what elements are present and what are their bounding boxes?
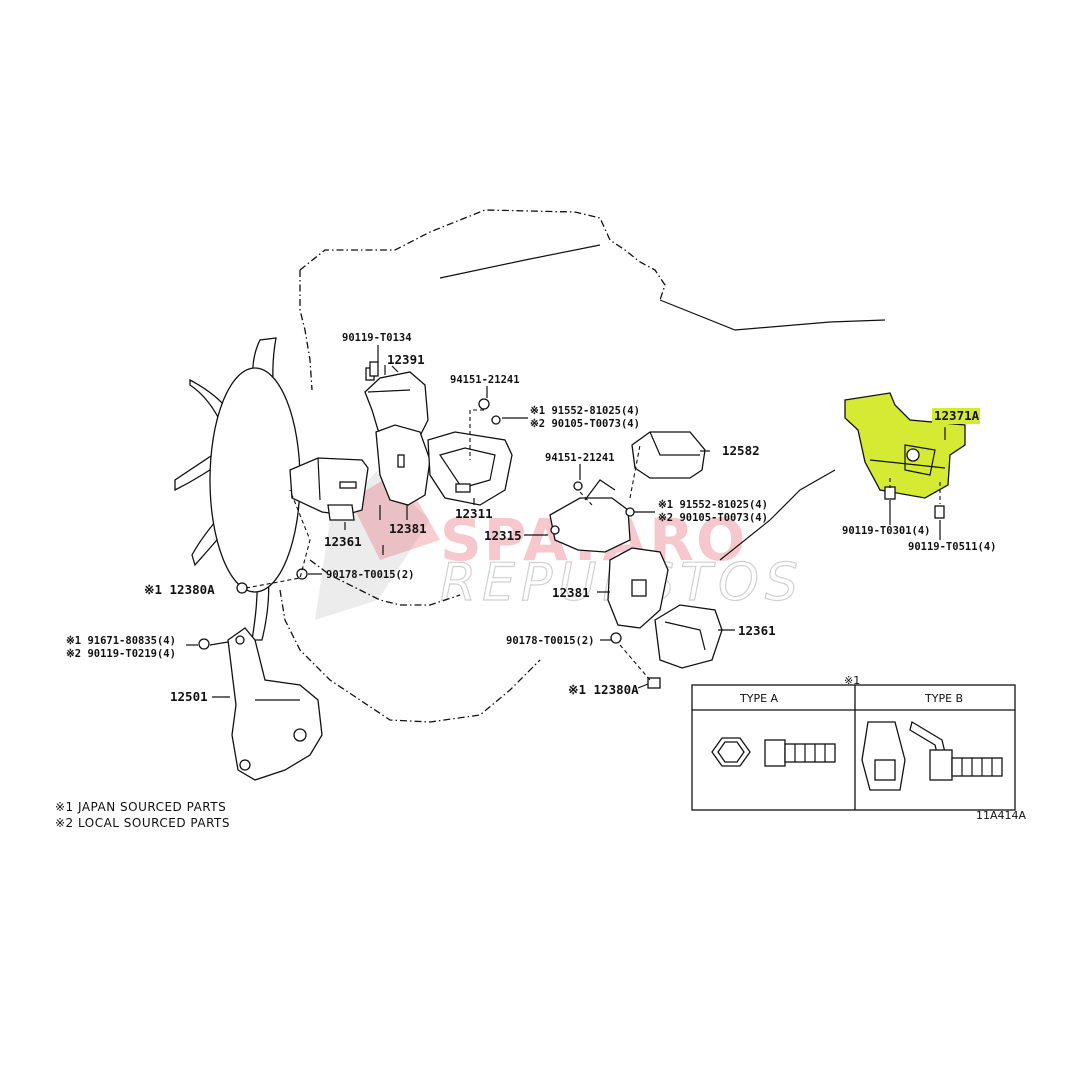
part-12381-right — [607, 547, 669, 629]
part-12361-right — [654, 604, 723, 669]
inset-type-a: TYPE A — [739, 692, 779, 705]
label-12380a-left: ※1 12380A — [144, 582, 215, 597]
label-90119-t0301: 90119-T0301(4) — [842, 525, 931, 537]
label-91552-81025-b: ※1 91552-81025(4) — [658, 499, 768, 511]
label-12361-left: 12361 — [324, 534, 362, 549]
label-12371a: 12371A — [934, 408, 980, 423]
type-a-bolt-icon — [711, 737, 836, 767]
part-12311 — [427, 431, 513, 506]
inset-marker: ※1 — [844, 674, 860, 687]
bolt-type-inset: ※1 TYPE A TYPE B — [691, 674, 1016, 811]
diagram-code: 11A414A — [976, 809, 1027, 822]
label-12315: 12315 — [484, 528, 522, 543]
label-12391: 12391 — [387, 352, 425, 367]
legend-local: ※2 LOCAL SOURCED PARTS — [55, 816, 230, 830]
label-90178-t0015-a: 90178-T0015(2) — [326, 569, 415, 581]
engine-outline — [279, 209, 886, 723]
label-12501: 12501 — [170, 689, 208, 704]
label-94151-21241-b: 94151-21241 — [545, 452, 615, 464]
leader-lines — [186, 345, 946, 698]
label-90105-t0073-b: ※2 90105-T0073(4) — [658, 512, 768, 524]
label-12381-left: 12381 — [389, 521, 427, 536]
fasteners — [198, 361, 945, 689]
type-b-bolt-icon — [861, 720, 1003, 791]
inset-type-b: TYPE B — [924, 692, 963, 705]
label-highlight — [932, 408, 980, 424]
part-12582 — [631, 431, 706, 479]
label-12381-right: 12381 — [552, 585, 590, 600]
label-12380a-right: ※1 12380A — [568, 682, 639, 697]
label-90119-t0511: 90119-T0511(4) — [908, 541, 997, 553]
part-12371a-highlighted — [844, 392, 980, 499]
legend-notes: ※1 JAPAN SOURCED PARTS ※2 LOCAL SOURCED … — [55, 800, 230, 830]
label-90119-t0134: 90119-T0134 — [342, 332, 412, 344]
label-90105-t0073-a: ※2 90105-T0073(4) — [530, 418, 640, 430]
label-12582: 12582 — [722, 443, 760, 458]
label-94151-21241-a: 94151-21241 — [450, 374, 520, 386]
label-12361-right: 12361 — [738, 623, 776, 638]
part-labels: 90119-T0134 12391 94151-21241 ※1 91552-8… — [66, 332, 997, 704]
part-12501 — [227, 627, 323, 781]
legend-japan: ※1 JAPAN SOURCED PARTS — [55, 800, 226, 814]
part-12361-left — [289, 457, 369, 521]
part-12381-left — [375, 424, 431, 520]
label-91671-80835: ※1 91671-80835(4) — [66, 635, 176, 647]
label-90119-t0219: ※2 90119-T0219(4) — [66, 648, 176, 660]
cooling-fan — [174, 337, 301, 641]
label-90178-t0015-b: 90178-T0015(2) — [506, 635, 595, 647]
part-12315 — [549, 479, 631, 553]
label-91552-81025-a: ※1 91552-81025(4) — [530, 405, 640, 417]
watermark: SPATARO REPUESTOS — [315, 470, 799, 620]
label-12311: 12311 — [455, 506, 493, 521]
